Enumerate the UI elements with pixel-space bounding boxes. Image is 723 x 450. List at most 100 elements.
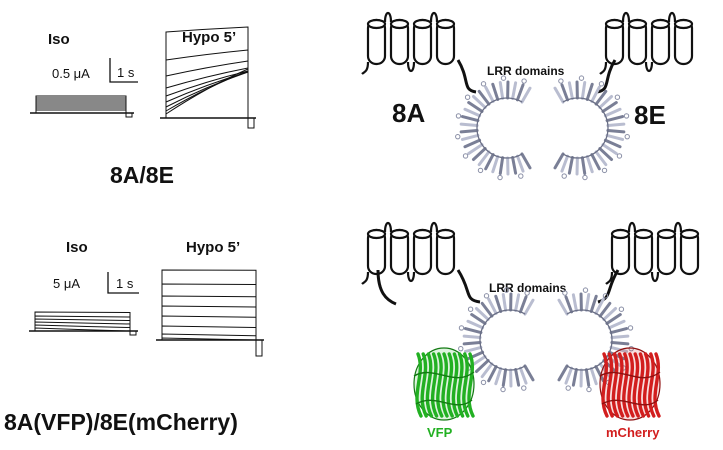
lrr-repeat	[606, 122, 626, 127]
bottom-scale-time-label: 1 s	[116, 276, 134, 291]
bottom-scale-bar	[107, 272, 139, 294]
lrr-loop	[623, 113, 630, 119]
lrr-repeat	[462, 334, 482, 339]
lrr-repeat	[605, 115, 625, 123]
bottom-right-linker	[597, 269, 620, 304]
lrr-loop	[582, 174, 588, 181]
lrr-repeat	[580, 80, 587, 100]
beta-strand	[611, 352, 620, 418]
lrr-loop	[602, 293, 609, 299]
top-scale-bar	[109, 58, 138, 83]
lrr-repeat	[520, 86, 532, 104]
top-scale-current-label: 0.5 μA	[52, 66, 90, 81]
beta-strand	[622, 352, 630, 418]
lrr-repeat	[480, 362, 494, 379]
lrr-loop	[565, 385, 571, 391]
lrr-repeat	[515, 154, 525, 173]
lrr-repeat	[498, 156, 505, 176]
lrr-backbone	[562, 97, 609, 159]
bottom-left-linker	[456, 269, 481, 304]
lrr-repeat	[501, 368, 508, 388]
bottom-schematic-panel: LRR domains VFP mCherry	[360, 221, 700, 440]
current-trace	[162, 71, 255, 129]
lrr-repeat	[477, 150, 491, 167]
bottom-lrr-label: LRR domains	[489, 281, 567, 295]
lrr-repeat	[501, 292, 508, 312]
lrr-backbone	[476, 97, 523, 159]
lrr-repeat	[523, 298, 535, 316]
lrr-repeat	[462, 341, 482, 346]
bottom-left-tail	[376, 269, 397, 306]
current-trace	[158, 305, 263, 357]
lrr-repeat	[560, 154, 570, 173]
lrr-repeat	[580, 156, 587, 176]
left-transmembrane-helix-icon	[360, 11, 456, 76]
current-trace	[31, 324, 137, 336]
beta-strand	[462, 352, 470, 418]
lrr-repeat	[607, 319, 626, 330]
current-trace	[31, 321, 137, 336]
beta-strand	[606, 352, 614, 418]
lrr-repeat	[598, 147, 614, 161]
lrr-repeat	[494, 367, 503, 386]
lrr-repeat	[603, 138, 622, 149]
lrr-repeat	[589, 294, 598, 313]
lrr-repeat	[463, 327, 483, 335]
lrr-repeat	[598, 95, 614, 109]
beta-strand	[425, 352, 434, 418]
barrel-loop	[413, 371, 475, 379]
lrr-repeat	[589, 367, 598, 386]
barrel-loop	[415, 399, 473, 406]
lrr-loop	[627, 325, 634, 331]
current-trace	[158, 269, 263, 357]
lrr-repeat	[470, 313, 487, 325]
lrr-loop	[578, 75, 585, 81]
lrr-repeat	[480, 301, 494, 318]
current-trace	[158, 283, 263, 357]
lrr-repeat	[523, 364, 535, 382]
barrel-loop	[599, 371, 661, 379]
lrr-loop	[455, 113, 462, 119]
top-hypo-label: Hypo 5’	[182, 29, 236, 46]
lrr-repeat	[515, 83, 525, 102]
lrr-repeat	[564, 366, 574, 385]
lrr-loop	[464, 94, 471, 100]
beta-strand	[632, 352, 640, 418]
lrr-loop	[458, 325, 465, 331]
top-scale-time-label: 1 s	[117, 65, 135, 80]
lrr-repeat	[585, 82, 594, 101]
beta-strand	[617, 352, 625, 418]
lrr-repeat	[484, 85, 495, 103]
lrr-repeat	[463, 107, 482, 118]
current-trace	[162, 70, 255, 129]
left-lrr-domain-icon	[455, 75, 532, 181]
lrr-loop	[467, 306, 474, 312]
lrr-loop	[616, 153, 623, 159]
lrr-repeat	[610, 334, 630, 339]
current-trace	[158, 315, 263, 357]
beta-strand	[436, 352, 444, 418]
lrr-loop	[561, 173, 567, 179]
lrr-repeat	[557, 364, 569, 382]
lrr-loop	[480, 81, 487, 87]
lrr-repeat	[594, 365, 605, 383]
lrr-repeat	[605, 133, 625, 141]
lrr-repeat	[467, 101, 484, 113]
lrr-loop	[462, 153, 469, 159]
lrr-repeat	[602, 307, 618, 321]
lrr-loop	[524, 290, 530, 296]
beta-strand	[653, 352, 661, 418]
lrr-loop	[601, 167, 608, 174]
beta-strand	[457, 352, 465, 418]
current-trace	[158, 333, 263, 357]
lrr-repeat	[460, 115, 480, 123]
beta-strand	[601, 352, 609, 418]
lrr-repeat	[594, 89, 608, 106]
bottom-scale-current-label: 5 μA	[53, 276, 80, 291]
lrr-loop	[558, 78, 564, 84]
lrr-repeat	[584, 368, 591, 388]
lrr-repeat	[553, 86, 565, 104]
protein-8a-label: 8A	[392, 98, 425, 128]
lrr-repeat	[560, 83, 570, 102]
lrr-loop	[503, 287, 510, 293]
